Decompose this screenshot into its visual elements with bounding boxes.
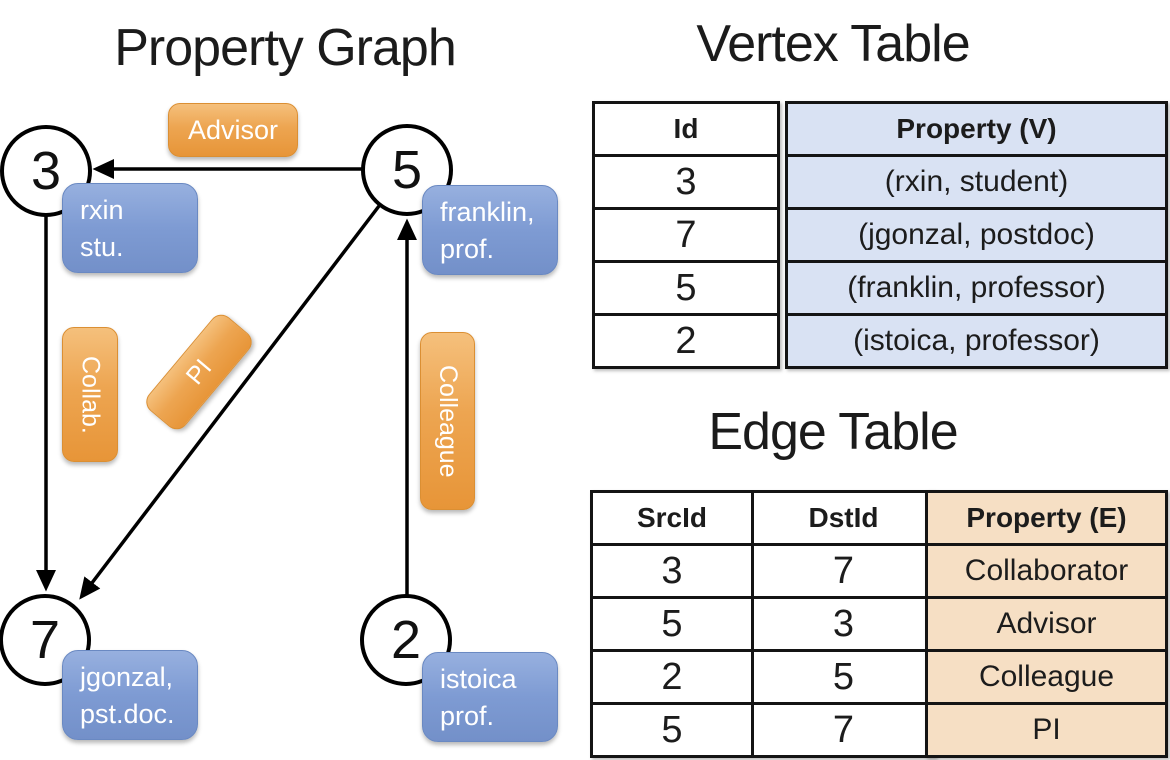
vertex-5-name: franklin, <box>440 197 535 227</box>
node-3-id: 3 <box>30 141 62 201</box>
table-row: Advisor <box>925 596 1168 652</box>
vertex-table-title: Vertex Table <box>696 15 970 73</box>
property-graph-title: Property Graph <box>114 19 457 77</box>
edge-property-cell: Advisor <box>925 596 1168 652</box>
edge-property-cell: Collaborator <box>925 543 1168 599</box>
table-row: 5 7 <box>590 702 936 758</box>
table-row: 5 3 <box>590 596 936 652</box>
table-row: 2 <box>592 313 780 369</box>
vertex-3-role: stu. <box>80 232 124 262</box>
edge-property-cell: Colleague <box>925 649 1168 705</box>
graph-node-5: 5 <box>361 124 453 216</box>
table-row: 7 <box>592 207 780 263</box>
table-row: (franklin, professor) <box>785 260 1168 316</box>
vertex-2-role: prof. <box>440 701 495 731</box>
edge-dstid-cell: 5 <box>751 649 936 705</box>
vertex-2-name: istoica <box>440 664 517 694</box>
vertex-property-cell: (rxin, student) <box>785 154 1168 210</box>
table-row: 3 7 <box>590 543 936 599</box>
vertex-id-cell: 3 <box>592 154 780 210</box>
vertex-id-cell: 2 <box>592 313 780 369</box>
node-5-id: 5 <box>391 140 423 200</box>
graph-edges-svg <box>35 158 418 600</box>
edge-label-colleague: Colleague <box>420 332 475 510</box>
edge-srcid-cell: 3 <box>590 543 754 599</box>
table-row: Colleague <box>925 649 1168 705</box>
vertex-property-box-5: franklin, prof. <box>422 185 558 275</box>
vertex-7-role: pst.doc. <box>80 699 175 729</box>
graph-node-2: 2 <box>360 594 452 686</box>
edge-label-collab: Collab. <box>62 327 118 462</box>
table-row: (rxin, student) <box>785 154 1168 210</box>
edge-srcid-cell: 5 <box>590 702 754 758</box>
edge-table-title: Edge Table <box>708 403 958 461</box>
vertex-id-cell: 5 <box>592 260 780 316</box>
table-row: 5 <box>592 260 780 316</box>
vertex-property-cell: (jgonzal, postdoc) <box>785 207 1168 263</box>
table-row: (istoica, professor) <box>785 313 1168 369</box>
vertex-7-name: jgonzal, <box>80 662 174 692</box>
vertex-property-box-3: rxin stu. <box>62 183 198 273</box>
edge-srcid-cell: 2 <box>590 649 754 705</box>
vertex-table-header-property: Property (V) <box>785 101 1168 157</box>
vertex-table-header-id: Id <box>592 101 780 157</box>
vertex-id-cell: 7 <box>592 207 780 263</box>
vertex-property-box-2: istoica prof. <box>422 652 558 742</box>
table-row: Collaborator <box>925 543 1168 599</box>
table-row: PI <box>925 702 1168 758</box>
edge-dstid-cell: 7 <box>751 543 936 599</box>
edge-table-property-column: Property (E) Collaborator Advisor Collea… <box>925 490 1168 758</box>
edge-table-header-property: Property (E) <box>925 490 1168 546</box>
table-row: 3 <box>592 154 780 210</box>
edge-dstid-cell: 3 <box>751 596 936 652</box>
table-row: (jgonzal, postdoc) <box>785 207 1168 263</box>
node-7-id: 7 <box>29 610 61 670</box>
edge-dstid-cell: 7 <box>751 702 936 758</box>
edge-srcid-cell: 5 <box>590 596 754 652</box>
vertex-table-id-column: Id 3 7 5 2 <box>592 101 780 369</box>
vertex-5-role: prof. <box>440 234 495 264</box>
node-2-id: 2 <box>390 610 422 670</box>
table-row: 2 5 <box>590 649 936 705</box>
edge-line-pi <box>79 204 381 600</box>
edge-property-cell: PI <box>925 702 1168 758</box>
edge-label-advisor: Advisor <box>168 103 298 157</box>
vertex-property-box-7: jgonzal, pst.doc. <box>62 650 198 740</box>
vertex-table-property-column: Property (V) (rxin, student) (jgonzal, p… <box>785 101 1168 369</box>
edge-table-id-columns: SrcId DstId 3 7 5 3 2 5 5 7 <box>590 490 936 758</box>
edge-table-header-dstid: DstId <box>751 490 936 546</box>
vertex-property-cell: (istoica, professor) <box>785 313 1168 369</box>
edge-table-header-srcid: SrcId <box>590 490 754 546</box>
vertex-3-name: rxin <box>80 195 124 225</box>
vertex-property-cell: (franklin, professor) <box>785 260 1168 316</box>
